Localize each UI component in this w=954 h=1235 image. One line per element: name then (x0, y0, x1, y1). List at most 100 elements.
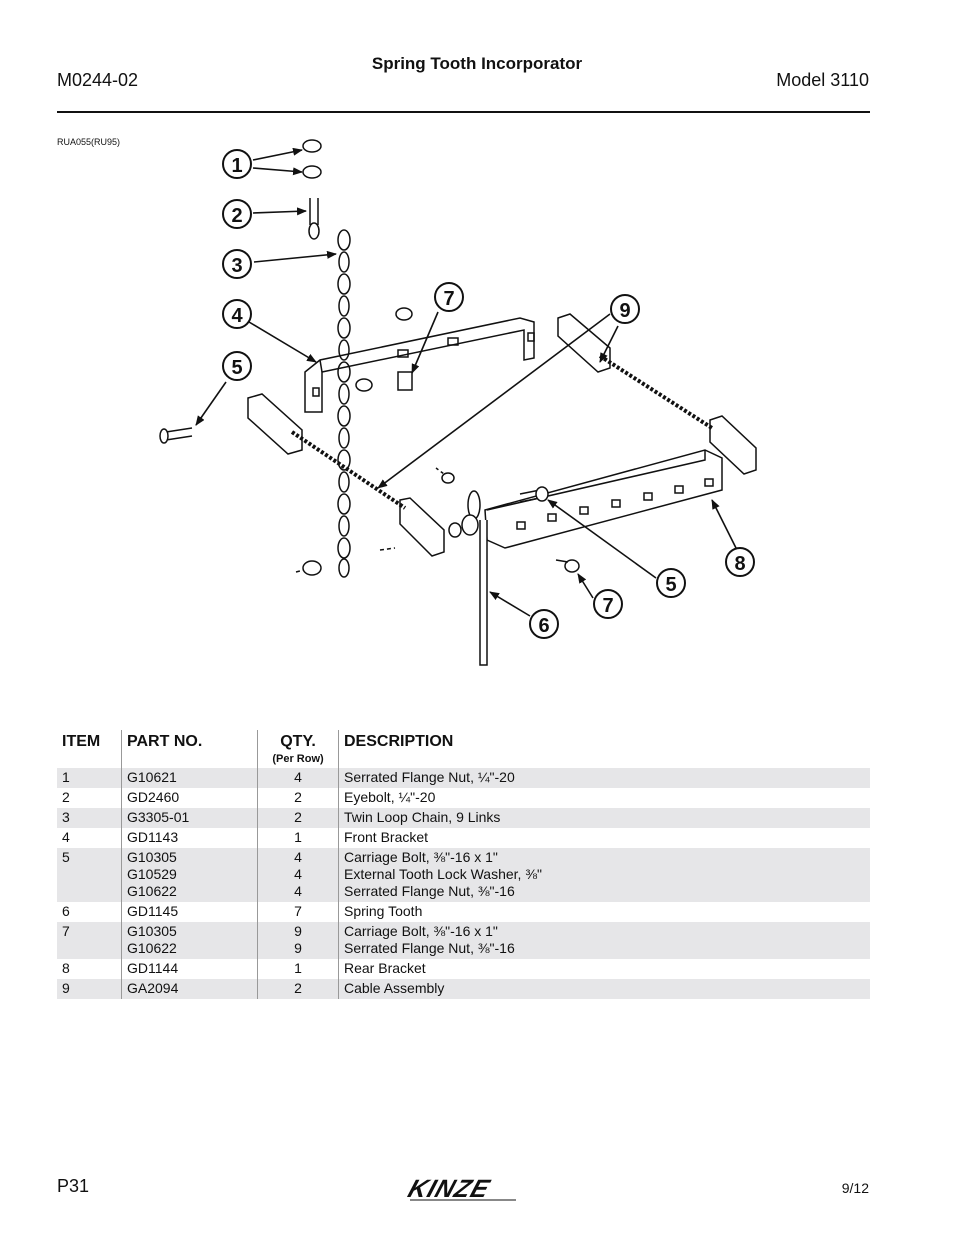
svg-text:5: 5 (231, 357, 242, 379)
callout-9: 9 (610, 294, 640, 324)
cell-part: GD2460 (121, 788, 258, 808)
cell-qty: 2 (257, 979, 339, 999)
part-line: GD1144 (127, 960, 179, 976)
part-line: G10622 (127, 883, 177, 899)
desc-line: Cable Assembly (344, 980, 445, 996)
cell-part: GD1144 (121, 959, 258, 979)
cell-desc: Carriage Bolt, ⅜"-16 x 1"External Tooth … (338, 848, 870, 902)
qty-line: 2 (294, 809, 302, 825)
desc-line: Serrated Flange Nut, ¼"-20 (344, 769, 515, 785)
page-title: Spring Tooth Incorporator (371, 54, 583, 73)
callout-8: 8 (725, 547, 755, 577)
callout-5-left: 5 (222, 351, 252, 381)
qty-line: 7 (294, 903, 302, 919)
cell-item: 5 (57, 848, 122, 902)
qty-line: 1 (294, 960, 302, 976)
cell-part: GD1143 (121, 828, 258, 848)
cell-part: GA2094 (121, 979, 258, 999)
col-item-header: ITEM (62, 733, 101, 750)
svg-text:1: 1 (231, 155, 242, 177)
svg-text:8: 8 (734, 553, 745, 575)
chain-drawing (337, 229, 351, 578)
part-line: G10621 (127, 769, 177, 785)
svg-text:3: 3 (231, 255, 242, 277)
qty-line: 2 (294, 789, 302, 805)
svg-text:7: 7 (602, 595, 613, 617)
svg-text:6: 6 (538, 615, 549, 637)
desc-line: Front Bracket (344, 829, 429, 845)
callout-7-bottom: 7 (593, 589, 623, 619)
svg-text:5: 5 (665, 574, 676, 596)
cell-item: 8 (62, 960, 70, 976)
qty-line: 4 (294, 883, 302, 899)
cell-item: 2 (62, 789, 70, 805)
cell-desc: Twin Loop Chain, 9 Links (338, 808, 870, 828)
table-row: 3 G3305-01 2 Twin Loop Chain, 9 Links (57, 808, 870, 828)
cell-qty: 2 (257, 808, 339, 828)
part-line: G10305 (127, 923, 177, 939)
part-line: G3305-01 (127, 809, 190, 825)
callout-7-top: 7 (434, 282, 464, 312)
table-row: 8 GD1144 1 Rear Bracket (57, 959, 870, 979)
svg-text:2: 2 (231, 205, 242, 227)
desc-line: Serrated Flange Nut, ⅜"-16 (344, 940, 515, 956)
cell-desc: Cable Assembly (338, 979, 870, 999)
qty-line: 2 (294, 980, 302, 996)
qty-line: 4 (294, 866, 302, 882)
callout-5-right: 5 (656, 568, 686, 598)
desc-line: Twin Loop Chain, 9 Links (344, 809, 501, 825)
cell-part: G10621 (121, 768, 258, 788)
callout-balloons: 1 2 3 4 5 7 9 5 7 6 8 (222, 149, 755, 639)
qty-line: 1 (294, 829, 302, 845)
doc-number: M0244-02 (57, 70, 139, 90)
page-number: P31 (57, 1176, 90, 1196)
qty-line: 4 (294, 849, 302, 865)
qty-line: 4 (294, 769, 302, 785)
figure-ref-code: RUA055(RU95) (57, 137, 121, 147)
part-line: GD1145 (127, 903, 179, 919)
callout-2: 2 (222, 199, 252, 229)
cell-desc: Eyebolt, ¼"-20 (338, 788, 870, 808)
part-line: GD1143 (127, 829, 179, 845)
revision-date: 9/12 (841, 1180, 869, 1196)
col-qty-header: QTY.(Per Row) (257, 730, 339, 768)
part-line: GA2094 (127, 980, 179, 996)
qty-line: 9 (294, 940, 302, 956)
cell-item: 7 (57, 922, 122, 959)
col-desc-header: DESCRIPTION (338, 730, 870, 768)
part-line: G10529 (127, 866, 177, 882)
svg-text:7: 7 (443, 288, 454, 310)
qty-line: 9 (294, 923, 302, 939)
model-label: Model 3110 (776, 70, 869, 90)
svg-text:4: 4 (231, 305, 243, 327)
cell-part: GD1145 (121, 902, 258, 922)
part-line: GD2460 (127, 789, 180, 805)
desc-line: Carriage Bolt, ⅜"-16 x 1" (344, 849, 498, 865)
cell-qty: 1 (257, 828, 339, 848)
parts-table-header: ITEM PART NO. QTY.(Per Row) DESCRIPTION (57, 730, 870, 768)
callout-6: 6 (529, 609, 559, 639)
rear-bracket-drawing (484, 449, 723, 549)
desc-line: Spring Tooth (344, 903, 423, 919)
cell-desc: Carriage Bolt, ⅜"-16 x 1"Serrated Flange… (338, 922, 870, 959)
kinze-logo: KINZE (405, 1176, 516, 1203)
cell-qty: 7 (257, 902, 339, 922)
cell-desc: Rear Bracket (338, 959, 870, 979)
callout-3: 3 (222, 249, 252, 279)
cell-item: 1 (57, 768, 122, 788)
cell-item: 9 (57, 979, 122, 999)
desc-line: Eyebolt, ¼"-20 (344, 789, 436, 805)
table-row: 2 GD2460 2 Eyebolt, ¼"-20 (57, 788, 870, 808)
svg-text:9: 9 (619, 300, 630, 322)
part-line: G10305 (127, 849, 177, 865)
desc-line: Carriage Bolt, ⅜"-16 x 1" (344, 923, 498, 939)
cell-item: 3 (57, 808, 122, 828)
cell-qty: 2 (257, 788, 339, 808)
